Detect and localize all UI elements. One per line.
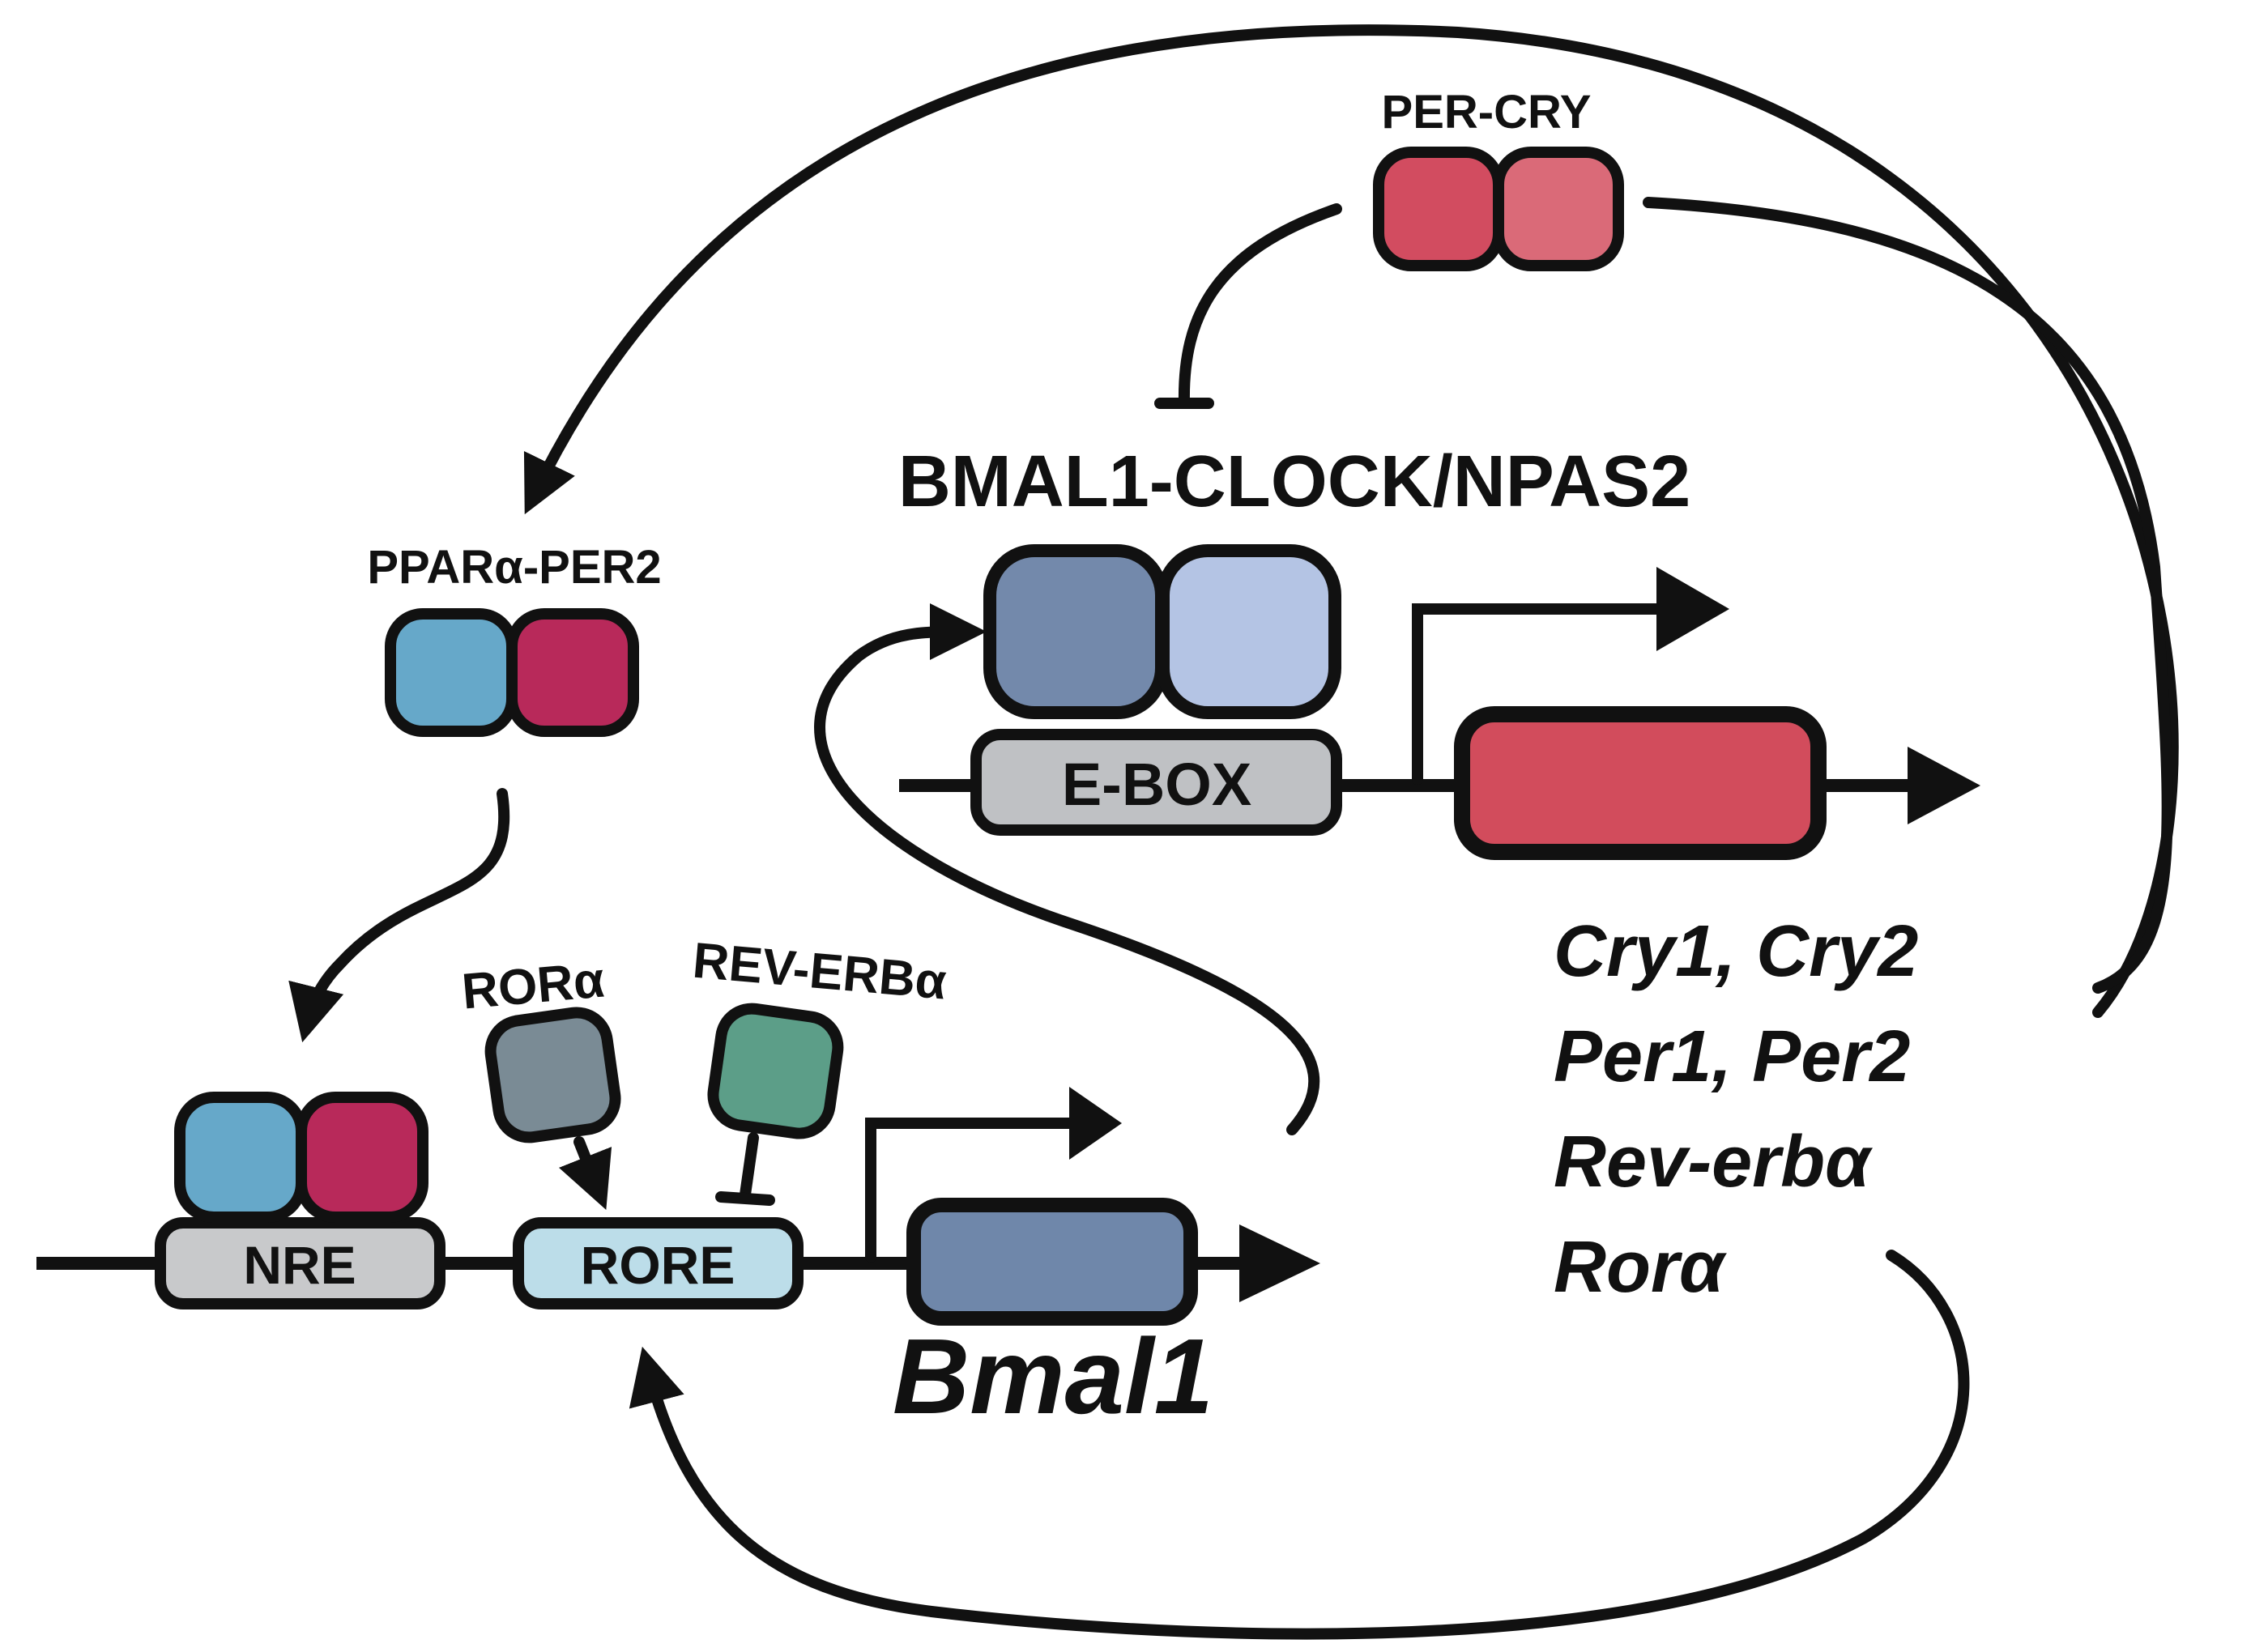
ebox-label: E-BOX xyxy=(1062,751,1251,818)
per2-protein xyxy=(506,608,639,737)
rev-erba-protein xyxy=(707,1003,844,1139)
tss-arrow-bmal1 xyxy=(865,1118,1083,1263)
target-gene-box xyxy=(1454,706,1827,860)
bmal1-clock-label: BMAL1-CLOCK/NPAS2 xyxy=(898,441,1690,522)
dna-arrowhead-bmal1 xyxy=(1239,1224,1320,1302)
tss-arrowhead-bmal1 xyxy=(1069,1087,1122,1160)
cry-protein xyxy=(1493,147,1624,271)
rore-site xyxy=(513,1217,804,1309)
target-gene-rora: Rorα xyxy=(1554,1227,1727,1308)
arc-target-genes-to-per-cry xyxy=(1643,197,2173,994)
arrow-ppara-per2-to-nre xyxy=(288,788,510,1043)
bmal1-gene-box xyxy=(906,1198,1198,1326)
rora-protein xyxy=(484,1007,621,1143)
dna-arrowhead-target-genes xyxy=(1908,747,1980,824)
per-protein xyxy=(1373,147,1504,271)
ppara-protein-bound xyxy=(174,1092,307,1223)
target-gene-rev-erba: Rev-erbα xyxy=(1554,1122,1873,1203)
bmal1-protein xyxy=(983,544,1168,719)
target-gene-per: Per1, Per2 xyxy=(1554,1016,1910,1097)
tss-arrow-target-genes xyxy=(1412,603,1666,785)
ppara-protein xyxy=(385,608,518,737)
ppara-per2-label: PPARα-PER2 xyxy=(367,541,661,594)
ebox-site xyxy=(970,729,1342,836)
tss-arrowhead-target-genes xyxy=(1656,567,1729,651)
inhibition-rev-erba-to-rore xyxy=(740,1132,759,1200)
rore-label: RORE xyxy=(581,1235,735,1295)
target-gene-cry: Cry1, Cry2 xyxy=(1554,911,1918,992)
rev-erba-label: REV-ERBα xyxy=(691,933,949,1011)
per-cry-label: PER-CRY xyxy=(1382,86,1592,138)
nre-label: NRE xyxy=(243,1235,356,1295)
arrow-rora-to-rore-short xyxy=(558,1136,612,1211)
arrow-per-cry-to-ppara-per2 xyxy=(523,24,2179,1018)
bmal1-gene-label: Bmal1 xyxy=(893,1317,1213,1436)
nre-site xyxy=(155,1217,446,1309)
clock-protein xyxy=(1157,544,1341,719)
per2-protein-bound xyxy=(296,1092,428,1223)
arrow-bmal1-to-bmal1-clock xyxy=(814,603,1320,1135)
inhibition-bar-rev-erba xyxy=(715,1191,775,1206)
inhibition-per-cry-to-bmal1-clock xyxy=(1178,203,1342,409)
arrow-rora-to-rore xyxy=(629,1250,1970,1640)
